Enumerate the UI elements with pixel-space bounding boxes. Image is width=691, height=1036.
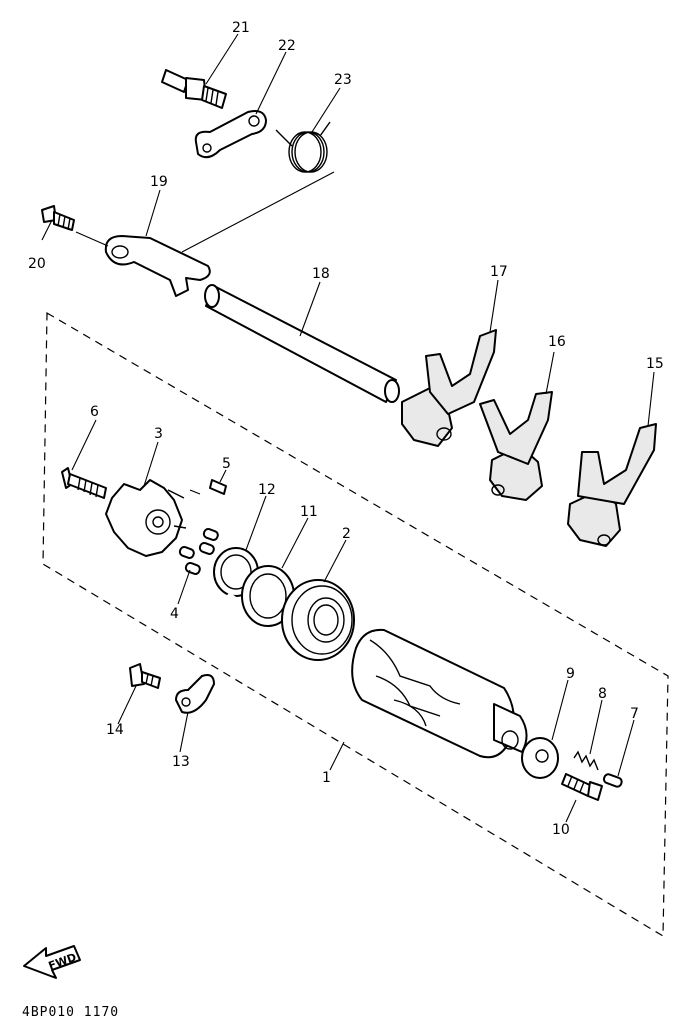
part-16-shift-fork: [479, 391, 553, 501]
callout-15: 15: [646, 356, 664, 372]
part-14-screw: [129, 663, 161, 689]
callout-20: 20: [28, 256, 46, 272]
part-10-bolt: [561, 773, 603, 801]
callout-21: 21: [232, 20, 250, 36]
callout-7: 7: [630, 706, 639, 722]
part-9-washer: [521, 737, 559, 779]
part-1-shift-drum: [351, 628, 528, 759]
callout-11: 11: [300, 504, 318, 520]
callout-8: 8: [598, 686, 607, 702]
part-6-bolt: [61, 467, 107, 499]
callout-4: 4: [170, 606, 179, 622]
callout-22: 22: [278, 38, 296, 54]
callout-3: 3: [154, 426, 163, 442]
callout-13: 13: [172, 754, 190, 770]
part-19-shift-arm: [104, 171, 335, 297]
assembly-boundary: [42, 311, 669, 938]
part-21-bolt: [161, 69, 227, 109]
callout-9: 9: [566, 666, 575, 682]
part-23-spring: [275, 121, 331, 173]
callout-5: 5: [222, 456, 231, 472]
callout-16: 16: [548, 334, 566, 350]
callout-18: 18: [312, 266, 330, 282]
callout-23: 23: [334, 72, 352, 88]
part-13-plate: [175, 674, 215, 714]
part-8-spring: [573, 750, 599, 771]
part-7-pin: [602, 773, 623, 788]
callout-1: 1: [322, 770, 331, 786]
callout-17: 17: [490, 264, 508, 280]
callout-19: 19: [150, 174, 168, 190]
part-3-segment: [105, 479, 187, 557]
fwd-arrow: FWD: [23, 945, 81, 979]
callout-12: 12: [258, 482, 276, 498]
callout-14: 14: [106, 722, 124, 738]
callout-labels: 21 22 23 19 20 18 17 16 15 6 3 5 12 11 2…: [28, 20, 664, 838]
callout-2: 2: [342, 526, 351, 542]
callout-6: 6: [90, 404, 99, 420]
leader-lines: [41, 33, 655, 823]
callout-10: 10: [552, 822, 570, 838]
part-15-shift-fork: [567, 423, 657, 547]
part-18-guide-bar: [204, 284, 400, 403]
part-2-bearing: [281, 579, 355, 661]
part-17-shift-fork: [401, 329, 497, 447]
part-4-pins: [178, 527, 219, 575]
part-22-stopper-lever: [194, 110, 267, 159]
part-5-pin: [189, 479, 227, 495]
drawing-code: 4BP010 1170: [22, 1005, 119, 1020]
part-20-screw: [41, 205, 109, 247]
